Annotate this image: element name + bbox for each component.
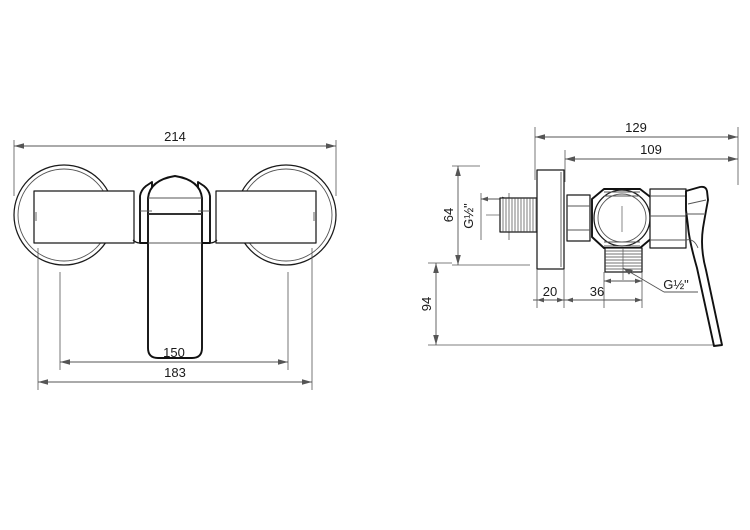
mixer-body-front — [132, 175, 218, 359]
body-block-right — [649, 188, 687, 249]
dim-outlet-bracket — [604, 278, 642, 284]
side-view — [428, 127, 739, 347]
dim-label-183: 183 — [164, 365, 186, 380]
dim-214 — [13, 140, 337, 196]
dim-label-36: 36 — [590, 284, 604, 299]
dim-150 — [59, 272, 289, 370]
dim-label-150: 150 — [163, 345, 185, 360]
hex-connector-nut — [566, 194, 591, 242]
outlet-thread-leader — [622, 267, 698, 293]
dim-64 — [452, 165, 530, 266]
dim-129 — [534, 127, 739, 185]
valve-body-sphere — [591, 188, 654, 249]
dim-36 — [566, 272, 643, 308]
left-inlet-arm — [33, 190, 135, 244]
thread-label-inlet: G½" — [461, 203, 476, 229]
dim-label-109: 109 — [640, 142, 662, 157]
lever-handle — [685, 185, 723, 347]
thread-label-outlet: G½" — [663, 277, 689, 292]
dim-label-129: 129 — [625, 120, 647, 135]
dim-109 — [564, 150, 738, 182]
dim-label-20: 20 — [543, 284, 557, 299]
right-inlet-arm — [215, 190, 317, 244]
dim-20 — [533, 269, 568, 308]
dim-183 — [37, 248, 313, 390]
dim-label-94: 94 — [419, 297, 434, 311]
dim-label-214: 214 — [164, 129, 186, 144]
front-view — [13, 140, 337, 390]
outlet-thread-spigot — [604, 247, 643, 280]
dim-label-64: 64 — [441, 208, 456, 222]
inlet-thread-nipple — [486, 197, 560, 233]
dim-94 — [428, 262, 720, 346]
wall-flange — [536, 169, 565, 270]
